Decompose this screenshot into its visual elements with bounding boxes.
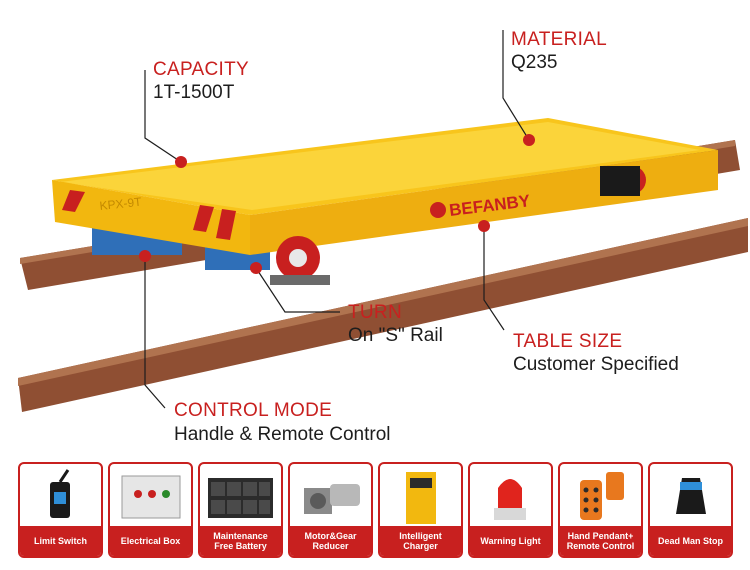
component-cards: Limit Switch Electrical Box Maintenance … — [18, 462, 734, 558]
capacity-value: 1T-1500T — [153, 82, 235, 103]
material-value: Q235 — [511, 52, 558, 73]
table-size-value: Customer Specified — [513, 354, 679, 375]
card-warning-light: Warning Light — [468, 462, 553, 558]
card-motor-gear-reducer: Motor&Gear Reducer — [288, 462, 373, 558]
card-intelligent-charger: Intelligent Charger — [378, 462, 463, 558]
card-electrical-box: Electrical Box — [108, 462, 193, 558]
card-maintenance-free-battery: Maintenance Free Battery — [198, 462, 283, 558]
card-limit-switch: Limit Switch — [18, 462, 103, 558]
remote-control-icon — [580, 472, 624, 520]
control-mode-title: CONTROL MODE — [174, 400, 333, 421]
charger-icon — [406, 472, 436, 524]
battery-icon — [208, 478, 273, 518]
material-title: MATERIAL — [511, 29, 608, 50]
motor-gear-icon — [304, 484, 360, 514]
hazard-stripes — [62, 190, 236, 240]
electrical-box-icon — [121, 475, 181, 519]
card-label: Motor&Gear Reducer — [290, 526, 371, 556]
limit-switch-icon — [50, 469, 70, 518]
card-label: Intelligent Charger — [380, 526, 461, 556]
callout-dots — [139, 134, 535, 274]
warning-light-icon — [494, 479, 526, 520]
card-hand-pendant-remote: Hand Pendant+ Remote Control — [558, 462, 643, 558]
card-label: Dead Man Stop — [650, 526, 731, 556]
turn-title: TURN — [348, 302, 402, 323]
card-label: Limit Switch — [20, 526, 101, 556]
card-label: Maintenance Free Battery — [200, 526, 281, 556]
control-mode-value: Handle & Remote Control — [174, 424, 391, 445]
transfer-cart-illustration: KPX-9T BEFANBY — [18, 30, 748, 412]
card-label: Electrical Box — [110, 526, 191, 556]
transfer-cart: KPX-9T BEFANBY — [52, 118, 718, 285]
table-size-title: TABLE SIZE — [513, 331, 623, 352]
card-dead-man-stop: Dead Man Stop — [648, 462, 733, 558]
model-plate: KPX-9T — [99, 195, 143, 213]
card-label: Hand Pendant+ Remote Control — [560, 526, 641, 556]
callout-lines — [144, 30, 530, 409]
card-label: Warning Light — [470, 526, 551, 556]
dead-man-stop-icon — [676, 478, 706, 514]
turn-value: On "S" Rail — [348, 325, 443, 346]
capacity-title: CAPACITY — [153, 59, 250, 80]
